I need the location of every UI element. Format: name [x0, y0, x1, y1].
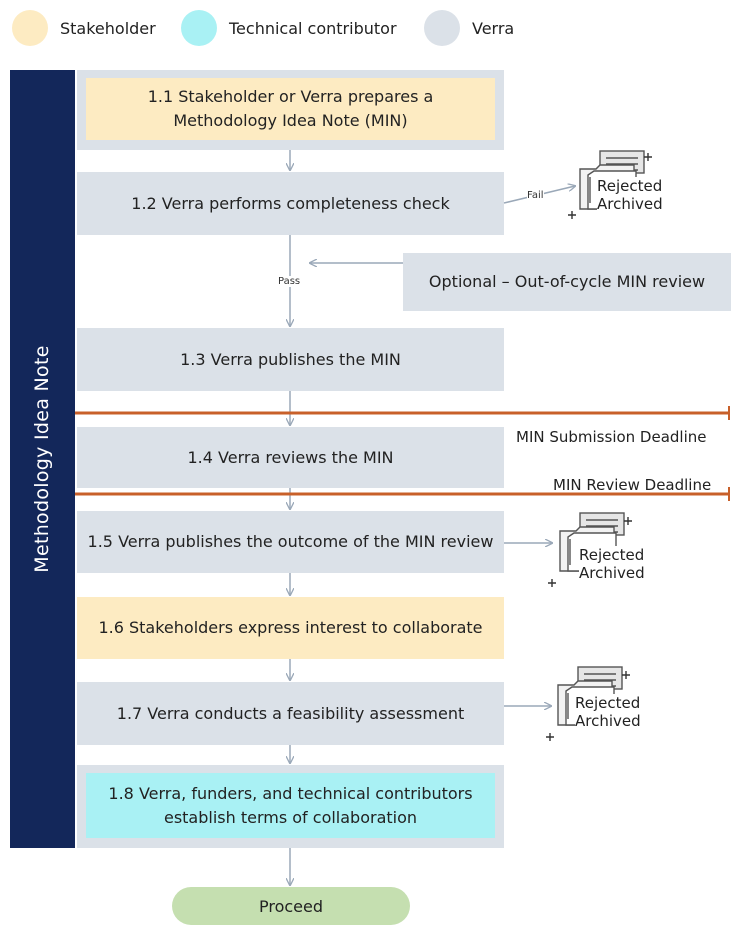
step-1-2: 1.2 Verra performs completeness check	[77, 172, 504, 235]
phase-sidebar	[10, 70, 75, 848]
step-1-4: 1.4 Verra reviews the MIN	[77, 427, 504, 488]
step-text: 1.2 Verra performs completeness check	[131, 193, 450, 213]
legend-swatch-verra	[424, 10, 460, 46]
step-1-8: 1.8 Verra, funders, and technical contri…	[86, 773, 495, 838]
step-text: 1.1 Stakeholder or Verra prepares a Meth…	[147, 87, 434, 130]
legend-label: Stakeholder	[60, 18, 156, 38]
legend-technical-contributor: Technical contributor	[181, 10, 397, 46]
proceed-terminal: Proceed	[172, 887, 410, 925]
legend-stakeholder: Stakeholder	[12, 10, 156, 46]
pass-label: Pass	[278, 276, 301, 287]
step-1-1: 1.1 Stakeholder or Verra prepares a Meth…	[86, 78, 495, 140]
fail-label: Fail	[527, 190, 544, 201]
legend-label: Verra	[472, 18, 515, 38]
submission-deadline-label: MIN Submission Deadline	[516, 428, 707, 446]
rejected-archived-label: Rejected Archived	[579, 546, 645, 582]
legend-label: Technical contributor	[229, 18, 397, 38]
step-1-3: 1.3 Verra publishes the MIN	[77, 328, 504, 391]
step-text: 1.4 Verra reviews the MIN	[187, 447, 394, 467]
step-text: 1.8 Verra, funders, and technical contri…	[108, 783, 473, 827]
legend-swatch-technical-contributor	[181, 10, 217, 46]
step-text: 1.7 Verra conducts a feasibility assessm…	[116, 703, 465, 723]
rejected-archived-label: Rejected Archived	[575, 694, 641, 730]
rejected-archived-label: Rejected Archived	[597, 177, 663, 213]
proceed-label: Proceed	[258, 896, 324, 916]
step-text: 1.6 Stakeholders express interest to col…	[98, 618, 483, 637]
optional-step: Optional – Out-of-cycle MIN review	[403, 253, 731, 311]
step-1-6: 1.6 Stakeholders express interest to col…	[77, 597, 504, 659]
legend-swatch-stakeholder	[12, 10, 48, 46]
legend-verra: Verra	[424, 10, 514, 46]
step-1-7: 1.7 Verra conducts a feasibility assessm…	[77, 682, 504, 745]
step-1-5: 1.5 Verra publishes the outcome of the M…	[77, 511, 504, 573]
optional-step-text: Optional – Out-of-cycle MIN review	[428, 272, 706, 291]
review-deadline-label: MIN Review Deadline	[553, 476, 712, 494]
step-text: 1.3 Verra publishes the MIN	[180, 349, 401, 369]
step-text: 1.5 Verra publishes the outcome of the M…	[87, 532, 494, 551]
